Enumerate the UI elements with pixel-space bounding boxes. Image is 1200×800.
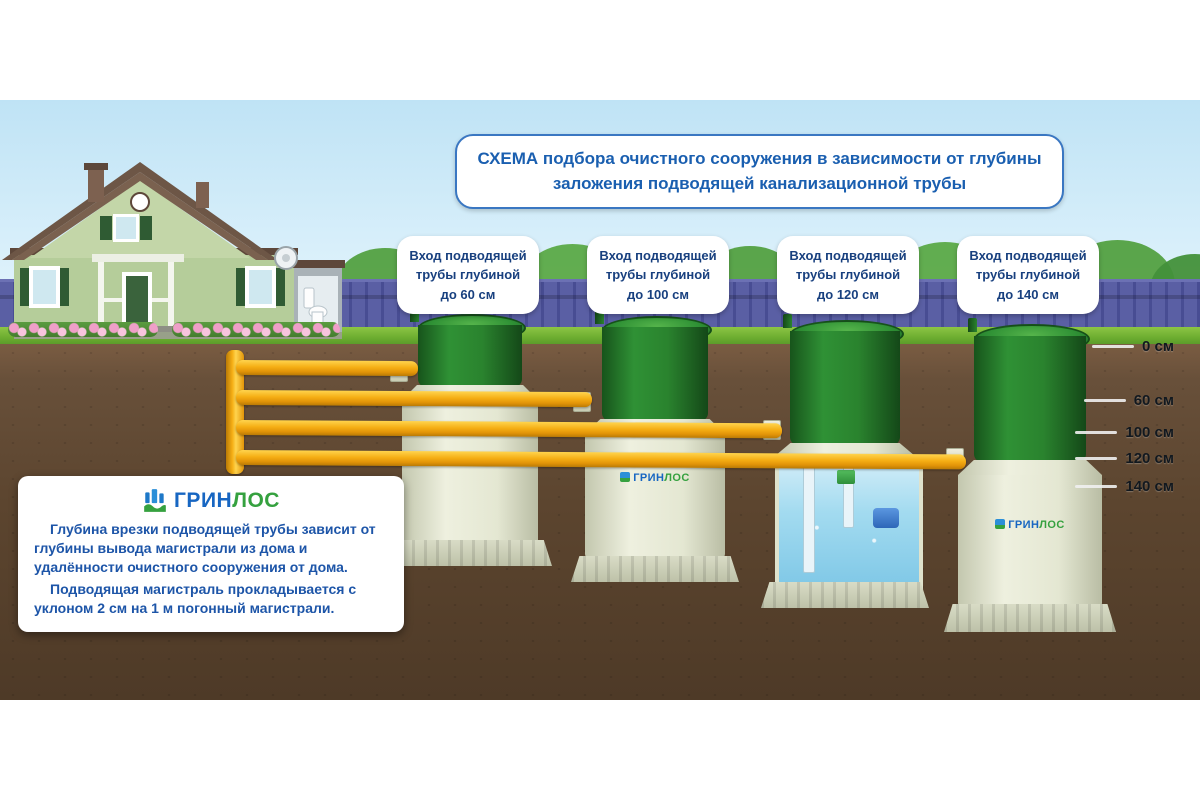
depth-mark-100: 100 см <box>1075 424 1174 441</box>
tank-neck <box>790 331 900 445</box>
brand-text-blue: ГРИН <box>174 489 233 512</box>
tank-neck <box>602 327 708 421</box>
depth-tick <box>1083 399 1126 402</box>
callout-text: трубы глубиной <box>415 267 521 283</box>
grinlos-logo: ГРИНЛОС <box>34 488 388 514</box>
flowerbed <box>8 322 158 337</box>
callout-text: трубы глубиной <box>795 267 901 283</box>
satellite-dish-icon <box>274 246 298 270</box>
tank-vent-icon <box>783 314 792 328</box>
title-line-2: заложения подводящей канализационной тру… <box>552 173 967 193</box>
flowerbed <box>172 322 340 337</box>
callout-text: Вход подводящей <box>789 247 907 263</box>
lower-window-left <box>20 266 69 308</box>
tank-interior-cutaway <box>775 456 923 594</box>
tank-vent-icon <box>410 308 419 322</box>
grinlos-logo-icon <box>620 472 631 482</box>
lower-window-right <box>236 266 285 308</box>
tank-base-flange <box>388 540 552 566</box>
grinlos-logo-icon <box>144 489 166 512</box>
callout-text: Вход подводящей <box>409 247 527 263</box>
info-paragraph-1: Глубина врезки подводящей трубы зависит … <box>34 521 376 575</box>
depth-tick <box>1075 457 1118 460</box>
tank-base-flange <box>761 582 929 608</box>
house-outlet-pipe <box>226 350 244 474</box>
front-door <box>122 272 152 326</box>
callout-depth-value: до 60 см <box>440 286 496 302</box>
tank-base-flange <box>944 604 1116 632</box>
airlift-unit <box>837 470 855 484</box>
depth-tick <box>1075 485 1118 488</box>
info-paragraph-2: Подводящая магистраль прокладывается с у… <box>34 581 357 616</box>
grinlos-logo-icon <box>995 519 1006 529</box>
depth-tick <box>1092 345 1135 348</box>
sewer-pipe-60cm <box>235 360 419 377</box>
upper-window <box>100 214 152 242</box>
aeration-pipe <box>803 466 815 573</box>
tank-shoulder <box>958 460 1102 475</box>
info-box: ГРИНЛОС Глубина врезки подводящей трубы … <box>18 476 404 632</box>
title-banner: СХЕМА подбора очистного сооружения в зав… <box>455 134 1064 210</box>
title-line-1: СХЕМА подбора очистного сооружения в зав… <box>477 149 1042 168</box>
annex-bathroom-cutaway <box>274 246 345 332</box>
septic-tank-60cm <box>388 306 552 568</box>
depth-mark-60: 60 см <box>1083 392 1174 409</box>
callout-depth-140: Вход подводящей трубы глубиной до 140 см <box>957 236 1099 314</box>
tank-neck <box>974 336 1086 462</box>
callout-depth-value: до 100 см <box>627 286 689 302</box>
depth-mark-140: 140 см <box>1075 478 1174 495</box>
callout-depth-value: до 120 см <box>817 286 879 302</box>
tank-base-flange <box>571 556 739 582</box>
brand-text-blue: ГРИН <box>633 472 665 484</box>
callout-text: трубы глубиной <box>975 267 1081 283</box>
pump-icon <box>873 508 899 528</box>
callout-text: трубы глубиной <box>605 267 711 283</box>
callout-depth-120: Вход подводящей трубы глубиной до 120 см <box>777 236 919 314</box>
tank-vent-icon <box>595 310 604 324</box>
house-illustration <box>2 162 345 339</box>
callout-depth-60: Вход подводящей трубы глубиной до 60 см <box>397 236 539 314</box>
brand-text-green: ЛОС <box>232 489 280 512</box>
depth-tick <box>1075 431 1118 434</box>
septic-tank-120cm-cutaway <box>761 312 929 608</box>
grinlos-logo: ГРИНЛОС <box>958 519 1102 531</box>
callout-depth-100: Вход подводящей трубы глубиной до 100 см <box>587 236 729 314</box>
callout-text: Вход подводящей <box>969 247 1087 263</box>
depth-mark-120: 120 см <box>1075 450 1174 467</box>
septic-tank-100cm: ГРИНЛОС <box>571 308 739 584</box>
callout-text: Вход подводящей <box>599 247 717 263</box>
brand-text-green: ЛОС <box>1039 519 1065 531</box>
tank-body: ГРИНЛОС <box>958 475 1102 607</box>
callout-depth-value: до 140 см <box>997 286 1059 302</box>
grinlos-logo: ГРИНЛОС <box>585 472 725 484</box>
toilet-icon <box>303 287 328 327</box>
tank-neck <box>418 325 522 387</box>
brand-text-blue: ГРИН <box>1008 519 1040 531</box>
septic-tank-140cm: ГРИНЛОС <box>944 316 1116 638</box>
brand-text-green: ЛОС <box>664 472 690 484</box>
tank-vent-icon <box>968 318 977 332</box>
sewer-pipe-100cm <box>235 390 593 408</box>
depth-mark-0: 0 см <box>1092 338 1174 355</box>
